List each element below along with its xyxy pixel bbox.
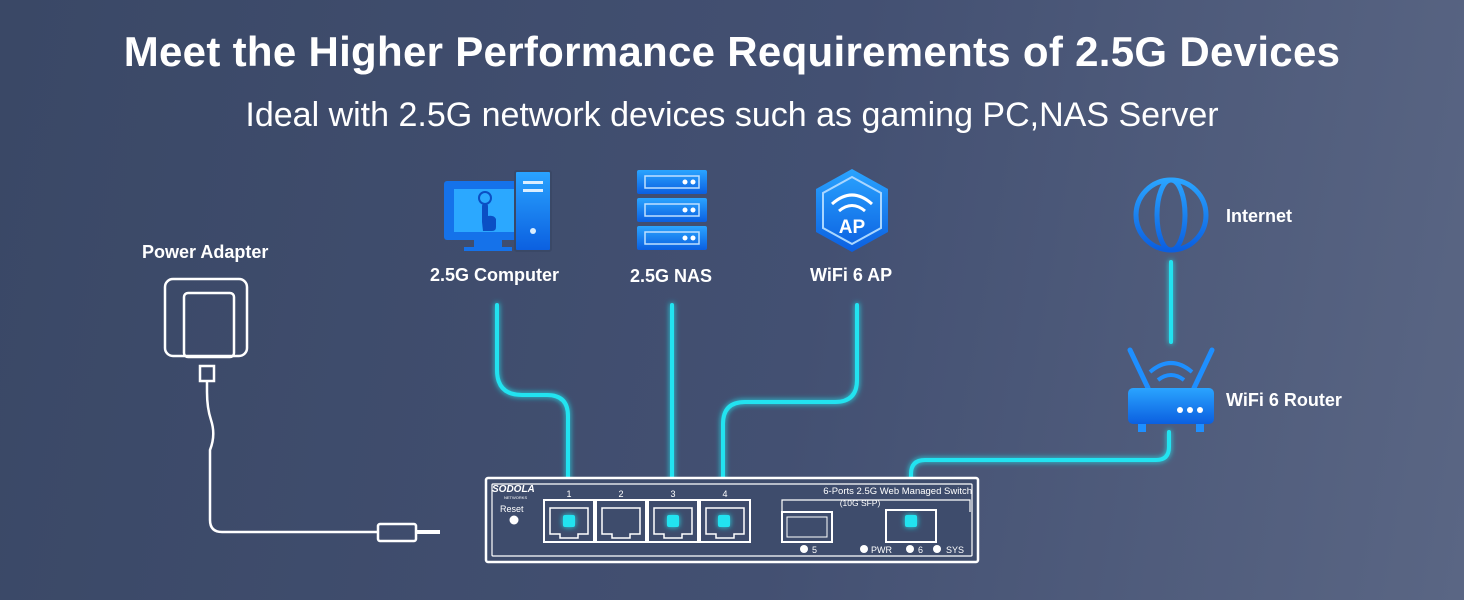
port-4-number: 4 bbox=[722, 489, 727, 499]
access-point-icon: AP bbox=[816, 169, 888, 252]
page-subtitle: Ideal with 2.5G network devices such as … bbox=[245, 96, 1219, 134]
nas-label: 2.5G NAS bbox=[630, 266, 713, 286]
cable-computer bbox=[495, 303, 570, 522]
sys-led bbox=[933, 545, 941, 553]
port-6-led bbox=[906, 545, 914, 553]
cable-ap bbox=[721, 303, 859, 522]
power-adapter-icon bbox=[163, 277, 440, 543]
port-5-number: 5 bbox=[812, 545, 817, 555]
pwr-led bbox=[860, 545, 868, 553]
power-adapter-label: Power Adapter bbox=[142, 242, 269, 262]
switch-brand-sub: NETWORKS bbox=[504, 495, 527, 500]
pwr-label: PWR bbox=[871, 545, 892, 555]
reset-button[interactable] bbox=[509, 515, 519, 525]
rj45-port-4[interactable] bbox=[699, 499, 751, 543]
computer-icon bbox=[444, 170, 552, 252]
ap-badge-text: AP bbox=[839, 217, 866, 238]
ap-label: WiFi 6 AP bbox=[810, 265, 893, 285]
rj45-port-2[interactable] bbox=[595, 499, 647, 543]
sfp-port-6[interactable] bbox=[885, 509, 937, 543]
switch-model: 6-Ports 2.5G Web Managed Switch bbox=[823, 486, 972, 497]
computer-label: 2.5G Computer bbox=[430, 265, 560, 285]
rj45-port-1[interactable] bbox=[543, 499, 595, 543]
port-1-number: 1 bbox=[566, 489, 571, 499]
port-6-number: 6 bbox=[918, 545, 923, 555]
nas-server-icon bbox=[637, 170, 707, 250]
sys-label: SYS bbox=[946, 545, 964, 555]
port-3-number: 3 bbox=[670, 489, 675, 499]
page-title: Meet the Higher Performance Requirements… bbox=[123, 28, 1341, 75]
globe-icon bbox=[1133, 177, 1209, 253]
port-2-number: 2 bbox=[618, 489, 623, 499]
reset-label: Reset bbox=[500, 504, 524, 514]
router-label: WiFi 6 Router bbox=[1226, 390, 1342, 410]
port-5-led bbox=[800, 545, 808, 553]
cable-router-switch bbox=[909, 430, 1171, 524]
network-switch: SODOLA NETWORKS Reset 1 2 3 4 bbox=[484, 476, 980, 564]
sfp-port-5[interactable] bbox=[781, 511, 833, 543]
rj45-port-3[interactable] bbox=[647, 499, 699, 543]
switch-model-sfp: (10G SFP) bbox=[840, 498, 881, 508]
switch-brand: SODOLA bbox=[492, 484, 535, 495]
internet-label: Internet bbox=[1226, 206, 1293, 226]
router-icon bbox=[1127, 347, 1215, 432]
